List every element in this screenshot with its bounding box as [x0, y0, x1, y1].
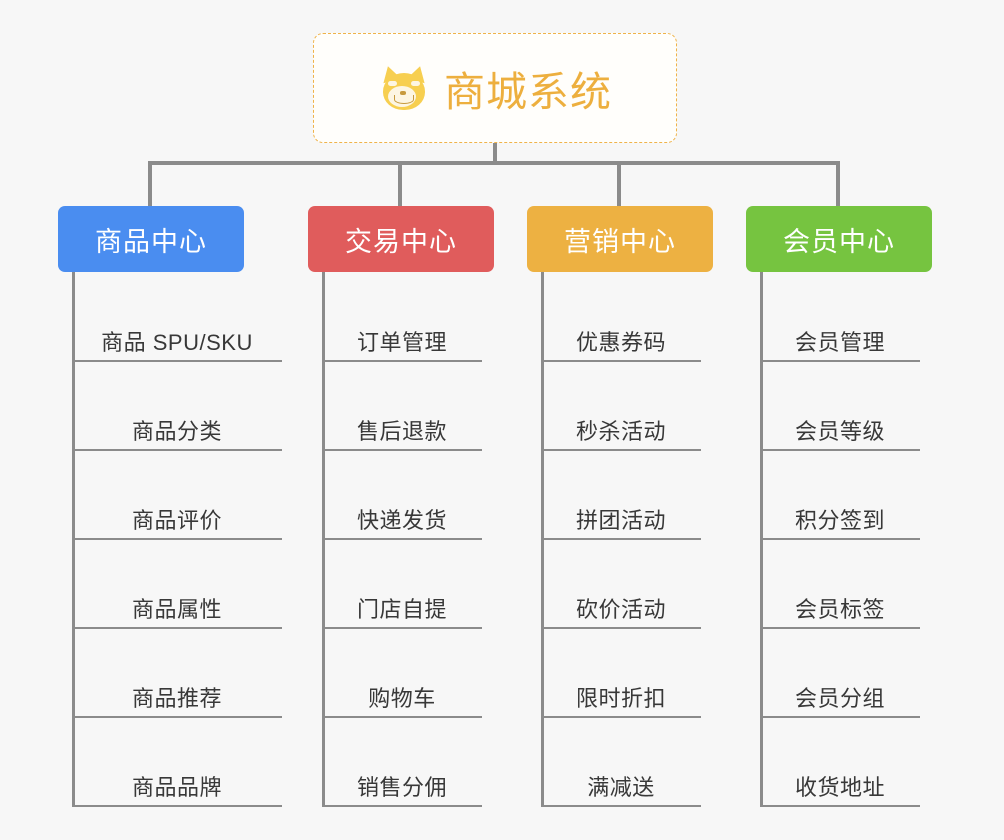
leaf-item-label: 商品 SPU/SKU — [101, 330, 253, 355]
leaf-item[interactable]: 收货地址 — [760, 717, 920, 807]
leaf-item-label: 商品属性 — [131, 597, 222, 622]
leaf-item-label: 会员等级 — [794, 419, 885, 444]
category-box-marketing-center[interactable]: 营销中心 — [527, 206, 713, 272]
leaf-item[interactable]: 快递发货 — [322, 450, 482, 540]
leaf-item[interactable]: 拼团活动 — [541, 450, 701, 540]
leaf-item-label: 门店自提 — [356, 597, 447, 622]
leaf-item[interactable]: 销售分佣 — [322, 717, 482, 807]
leaf-item-label: 会员管理 — [794, 330, 885, 355]
leaf-item[interactable]: 订单管理 — [322, 272, 482, 362]
root-node-title: 商城系统 — [444, 69, 612, 115]
leaf-item[interactable]: 商品品牌 — [72, 717, 282, 807]
category-label: 营销中心 — [564, 226, 676, 257]
leaf-item[interactable]: 售后退款 — [322, 361, 482, 451]
leaf-item[interactable]: 商品属性 — [72, 539, 282, 629]
leaf-item-label: 购物车 — [368, 686, 436, 711]
leaf-item-label: 订单管理 — [356, 330, 447, 355]
leaf-item-label: 收货地址 — [794, 775, 885, 800]
leaf-item[interactable]: 购物车 — [322, 628, 482, 718]
category-label: 会员中心 — [783, 226, 895, 257]
shiba-dog-face-icon — [378, 62, 430, 114]
root-node-mall-system[interactable]: 商城系统 — [313, 33, 677, 143]
leaf-item-label: 会员标签 — [794, 597, 885, 622]
leaf-item-label: 拼团活动 — [575, 508, 666, 533]
leaf-item[interactable]: 砍价活动 — [541, 539, 701, 629]
leaf-item-label: 商品推荐 — [131, 686, 222, 711]
connector-drop-trade-center — [398, 161, 402, 206]
leaf-item-label: 售后退款 — [356, 419, 447, 444]
leaf-item-label: 商品分类 — [131, 419, 222, 444]
leaf-item[interactable]: 门店自提 — [322, 539, 482, 629]
leaf-item-label: 商品品牌 — [131, 775, 222, 800]
leaf-item-label: 限时折扣 — [575, 686, 666, 711]
leaf-item-label: 积分签到 — [794, 508, 885, 533]
leaf-item[interactable]: 满减送 — [541, 717, 701, 807]
category-box-member-center[interactable]: 会员中心 — [746, 206, 932, 272]
category-label: 交易中心 — [345, 226, 457, 257]
leaf-item-label: 秒杀活动 — [575, 419, 666, 444]
leaf-column-member-center: 会员管理会员等级积分签到会员标签会员分组收货地址 — [760, 272, 930, 807]
leaf-item-label: 销售分佣 — [356, 775, 447, 800]
leaf-item[interactable]: 商品推荐 — [72, 628, 282, 718]
leaf-item[interactable]: 秒杀活动 — [541, 361, 701, 451]
leaf-item[interactable]: 限时折扣 — [541, 628, 701, 718]
category-box-trade-center[interactable]: 交易中心 — [308, 206, 494, 272]
leaf-item-label: 满减送 — [587, 775, 655, 800]
leaf-item[interactable]: 会员管理 — [760, 272, 920, 362]
connector-drop-member-center — [836, 161, 840, 206]
leaf-item-label: 商品评价 — [131, 508, 222, 533]
connector-drop-marketing-center — [617, 161, 621, 206]
connector-horizontal-bus — [148, 161, 840, 165]
leaf-column-trade-center: 订单管理售后退款快递发货门店自提购物车销售分佣 — [322, 272, 492, 807]
leaf-item-label: 快递发货 — [356, 508, 447, 533]
leaf-column-marketing-center: 优惠券码秒杀活动拼团活动砍价活动限时折扣满减送 — [541, 272, 711, 807]
leaf-item[interactable]: 会员标签 — [760, 539, 920, 629]
leaf-item[interactable]: 商品评价 — [72, 450, 282, 540]
leaf-item[interactable]: 优惠券码 — [541, 272, 701, 362]
leaf-item-label: 优惠券码 — [575, 330, 666, 355]
leaf-item[interactable]: 商品分类 — [72, 361, 282, 451]
leaf-item[interactable]: 会员分组 — [760, 628, 920, 718]
leaf-item-label: 会员分组 — [794, 686, 885, 711]
category-box-product-center[interactable]: 商品中心 — [58, 206, 244, 272]
connector-root-stem — [493, 143, 497, 165]
leaf-item[interactable]: 商品 SPU/SKU — [72, 272, 282, 362]
category-label: 商品中心 — [95, 226, 207, 257]
leaf-item[interactable]: 积分签到 — [760, 450, 920, 540]
connector-drop-product-center — [148, 161, 152, 206]
leaf-item-label: 砍价活动 — [575, 597, 666, 622]
leaf-column-product-center: 商品 SPU/SKU 商品分类商品评价商品属性商品推荐商品品牌 — [72, 272, 292, 807]
leaf-item[interactable]: 会员等级 — [760, 361, 920, 451]
